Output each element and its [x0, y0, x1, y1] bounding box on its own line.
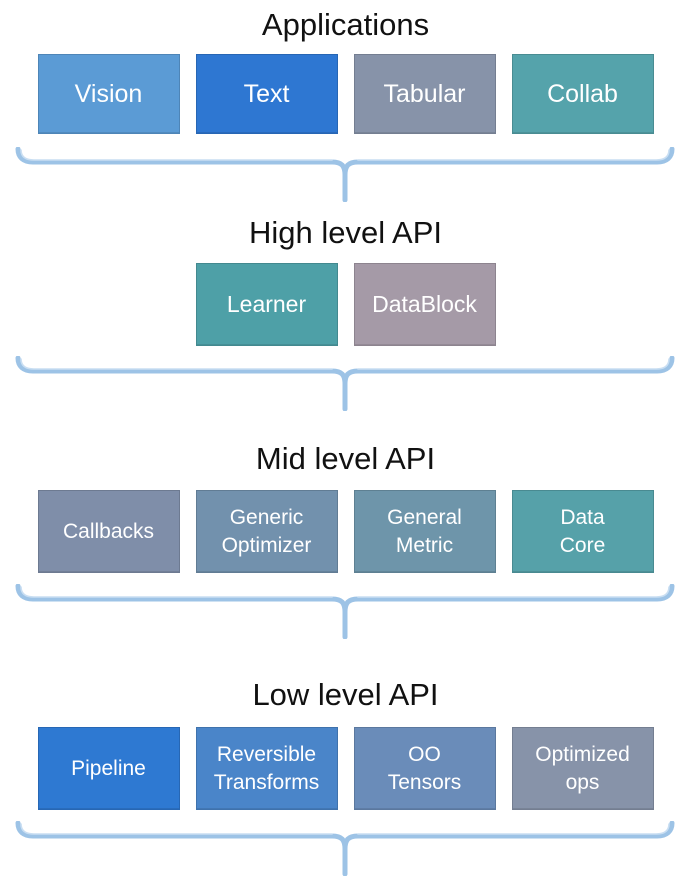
box-oo-tensors: OO Tensors [353, 727, 496, 810]
box-tabular-label: Tabular [383, 79, 466, 108]
box-collab: Collab [511, 54, 654, 134]
section-title-mid-level: Mid level API [255, 441, 436, 476]
box-generic-optimizer-label: Generic Optimizer [221, 506, 312, 557]
box-data-core: Data Core [511, 490, 654, 573]
brace-icon [15, 821, 675, 876]
box-reversible-transforms-label: Reversible Transforms [213, 743, 320, 794]
section-title-low-level: Low level API [252, 677, 439, 712]
box-collab-label: Collab [547, 79, 618, 108]
mid-level-row: Callbacks Generic Optimizer General Metr… [0, 490, 691, 573]
box-pipeline-label: Pipeline [71, 756, 146, 780]
brace-icon [15, 584, 675, 639]
low-level-row: Pipeline Reversible Transforms OO Tensor… [0, 727, 691, 810]
box-data-core-label: Data Core [559, 506, 606, 557]
box-pipeline: Pipeline [37, 727, 180, 810]
section-title-high-level: High level API [249, 215, 442, 250]
box-datablock: DataBlock [353, 263, 496, 346]
box-general-metric-label: General Metric [387, 506, 462, 557]
applications-row: Vision Text Tabular Collab [0, 54, 691, 134]
box-optimized-ops-label: Optimized ops [535, 743, 630, 794]
box-reversible-transforms: Reversible Transforms [195, 727, 338, 810]
brace-icon [15, 147, 675, 202]
section-title-applications: Applications [261, 7, 430, 42]
box-callbacks: Callbacks [37, 490, 180, 573]
box-learner: Learner [195, 263, 338, 346]
box-text-label: Text [243, 79, 290, 108]
box-oo-tensors-label: OO Tensors [387, 743, 462, 794]
box-text: Text [195, 54, 338, 134]
box-datablock-label: DataBlock [372, 291, 477, 317]
box-vision: Vision [37, 54, 180, 134]
box-generic-optimizer: Generic Optimizer [195, 490, 338, 573]
high-level-row: Learner DataBlock [0, 263, 691, 346]
box-optimized-ops: Optimized ops [511, 727, 654, 810]
brace-icon [15, 356, 675, 411]
box-general-metric: General Metric [353, 490, 496, 573]
box-callbacks-label: Callbacks [62, 519, 155, 543]
box-tabular: Tabular [353, 54, 496, 134]
box-vision-label: Vision [74, 79, 143, 108]
box-learner-label: Learner [226, 291, 307, 317]
